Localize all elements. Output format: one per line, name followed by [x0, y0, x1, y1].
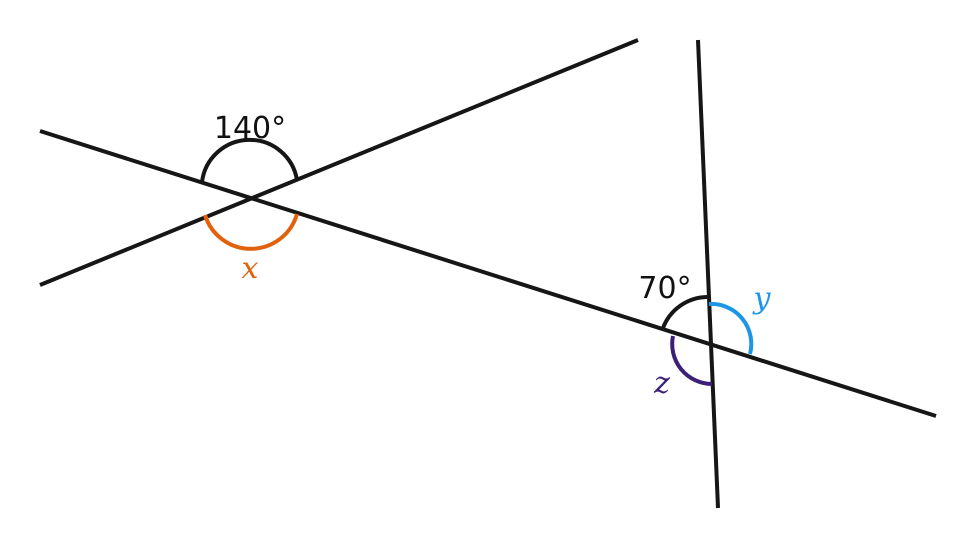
angle-arc-x	[203, 213, 299, 251]
transversal-line	[39, 129, 937, 418]
label-z: z	[653, 366, 670, 401]
label-140: 140°	[214, 111, 286, 146]
label-70: 70°	[638, 271, 691, 306]
angle-arc-70	[661, 295, 708, 329]
line-right	[696, 39, 720, 509]
angle-arc-y	[708, 301, 754, 355]
angle-arc-140	[200, 137, 299, 183]
line-left	[39, 38, 639, 287]
angle-arc-z	[670, 335, 713, 386]
label-y: y	[752, 281, 772, 316]
label-x: x	[242, 251, 259, 286]
